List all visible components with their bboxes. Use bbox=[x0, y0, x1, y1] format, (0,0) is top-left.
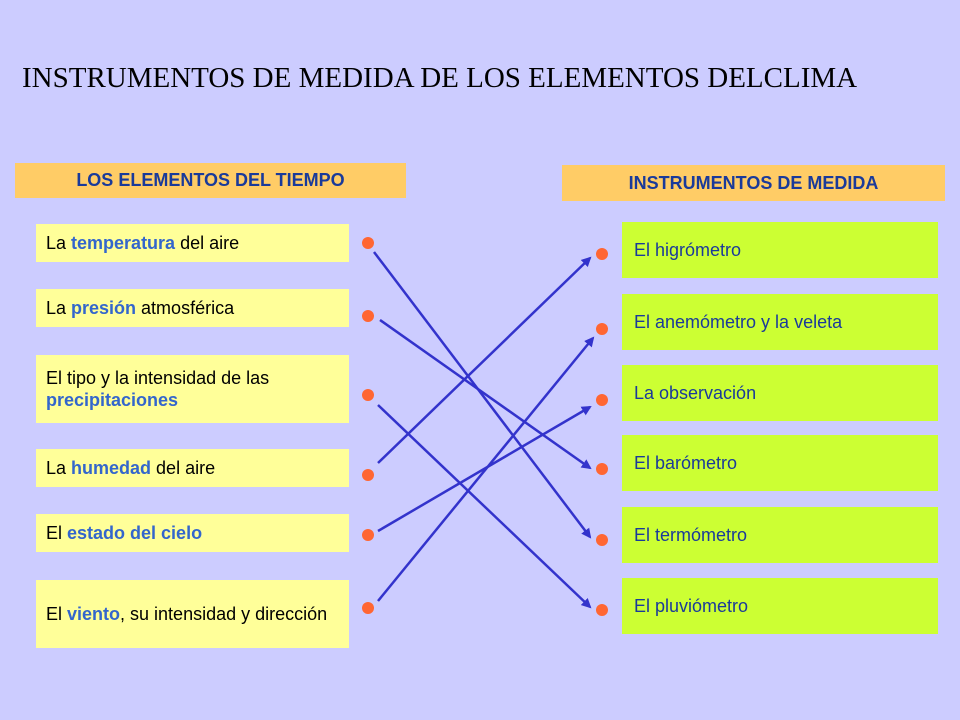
arrow-sky-to-observation bbox=[377, 405, 592, 533]
instrument-box-hygrometer: El higrómetro bbox=[622, 222, 938, 278]
element-box-precipitation: El tipo y la intensidad de las precipita… bbox=[36, 355, 349, 423]
arrow-humidity-to-hygrometer bbox=[377, 256, 592, 464]
instrument-box-anemometer: El anemómetro y la veleta bbox=[622, 294, 938, 350]
instrument-box-pluviometer: El pluviómetro bbox=[622, 578, 938, 634]
instrument-box-observation: La observación bbox=[622, 365, 938, 421]
element-text: El viento, su intensidad y dirección bbox=[46, 604, 328, 624]
right-dot-1 bbox=[596, 248, 608, 260]
element-text: El tipo y la intensidad de las precipita… bbox=[46, 368, 270, 410]
left-dot-1 bbox=[362, 237, 374, 249]
element-text: La presión atmosférica bbox=[46, 298, 235, 318]
arrow-pressure-to-barometer bbox=[379, 318, 592, 470]
left-dot-5 bbox=[362, 529, 374, 541]
element-box-temperature: La temperatura del aire bbox=[36, 224, 349, 262]
left-dot-4 bbox=[362, 469, 374, 481]
page-title: INSTRUMENTOS DE MEDIDA DE LOS ELEMENTOS … bbox=[22, 62, 858, 94]
right-column-header: INSTRUMENTOS DE MEDIDA bbox=[562, 165, 945, 201]
arrow-precipitation-to-pluviometer bbox=[377, 404, 592, 609]
element-box-wind: El viento, su intensidad y dirección bbox=[36, 580, 349, 648]
right-dot-6 bbox=[596, 604, 608, 616]
instrument-box-barometer: El barómetro bbox=[622, 435, 938, 491]
left-dot-2 bbox=[362, 310, 374, 322]
right-dot-5 bbox=[596, 534, 608, 546]
element-text: La humedad del aire bbox=[46, 458, 216, 478]
arrow-wind-to-anemometer bbox=[377, 336, 595, 602]
instrument-box-thermometer: El termómetro bbox=[622, 507, 938, 563]
element-box-sky-state: El estado del cielo bbox=[36, 514, 349, 552]
arrow-temperature-to-thermometer bbox=[373, 251, 592, 539]
left-column-header: LOS ELEMENTOS DEL TIEMPO bbox=[15, 163, 406, 198]
left-dot-3 bbox=[362, 389, 374, 401]
element-text: El estado del cielo bbox=[46, 523, 203, 543]
left-dot-6 bbox=[362, 602, 374, 614]
right-dot-4 bbox=[596, 463, 608, 475]
element-box-humidity: La humedad del aire bbox=[36, 449, 349, 487]
element-text: La temperatura del aire bbox=[46, 233, 240, 253]
right-dot-2 bbox=[596, 323, 608, 335]
right-dot-3 bbox=[596, 394, 608, 406]
element-box-pressure: La presión atmosférica bbox=[36, 289, 349, 327]
